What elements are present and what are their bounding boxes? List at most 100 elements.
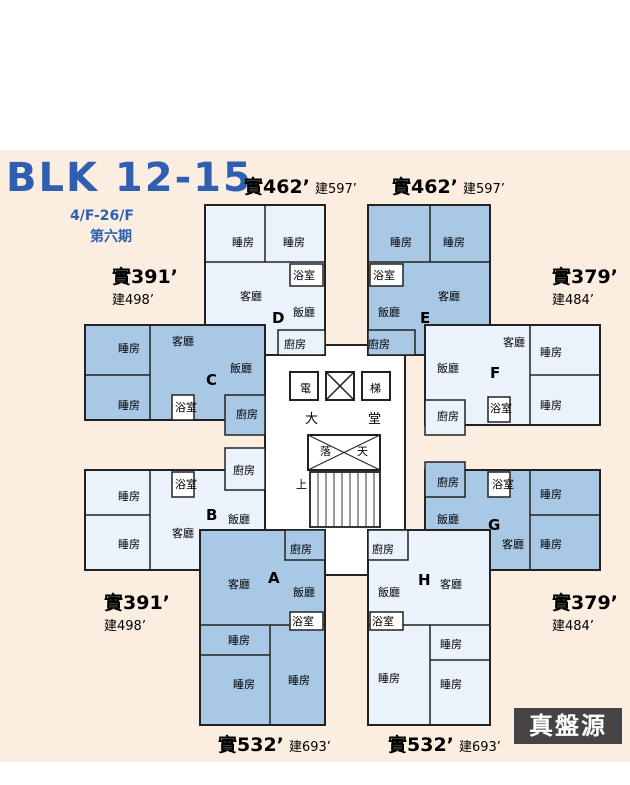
gross-area: 建484’: [552, 293, 594, 308]
floor-range: 4/F-26/F: [70, 208, 134, 224]
lift-shaft: [289, 371, 319, 401]
room-label: 睡房: [232, 236, 254, 249]
saleable-area: 實462’: [244, 176, 310, 198]
room-label: 浴室: [175, 400, 197, 414]
room-label: 廚房: [290, 542, 312, 556]
room-label: 浴室: [292, 614, 314, 628]
gross-area: 建693’: [288, 740, 331, 755]
gross-area: 建693’: [458, 740, 501, 755]
saleable-area: 實379’: [552, 592, 618, 614]
saleable-area: 實532’: [218, 734, 284, 756]
core-label: 天: [357, 445, 368, 458]
room-label: 睡房: [118, 538, 140, 551]
room-label: 飯廳: [293, 585, 315, 599]
room-label: 客廳: [440, 577, 462, 591]
unit-letter: B: [206, 506, 217, 524]
room-label: 睡房: [283, 236, 305, 249]
saleable-area: 實379’: [552, 266, 618, 288]
room-label: 客廳: [172, 334, 194, 348]
gross-area: 建498’: [104, 619, 146, 634]
room-label: 睡房: [540, 346, 562, 359]
room-label: 浴室: [372, 614, 394, 628]
room-label: 睡房: [540, 538, 562, 551]
room-label: 睡房: [440, 638, 462, 651]
room-label: 睡房: [118, 490, 140, 503]
room-label: 睡房: [390, 236, 412, 249]
unit-h-area: 實532’ 建693’: [388, 730, 501, 757]
room-label: 浴室: [175, 477, 197, 491]
room-label: 客廳: [503, 335, 525, 349]
block-title: BLK 12-15: [6, 155, 253, 201]
room-label: 睡房: [118, 399, 140, 412]
room-label: 飯廳: [378, 585, 400, 599]
unit-e-area: 實462’ 建597’: [392, 172, 505, 199]
lift-shaft: [361, 371, 391, 401]
room-label: 浴室: [373, 268, 395, 282]
core-label: 大: [305, 412, 318, 427]
room-label: 飯廳: [228, 512, 250, 526]
core-label: 堂: [368, 412, 381, 427]
room-label: 睡房: [118, 342, 140, 355]
phase-label: 第六期: [90, 229, 132, 245]
unit-letter: G: [488, 516, 500, 534]
gross-area: 建484’: [552, 619, 594, 634]
unit-f: [424, 324, 601, 436]
core-label: 落: [320, 445, 331, 458]
room-label: 廚房: [437, 409, 459, 423]
unit-letter: H: [418, 571, 431, 589]
unit-letter: F: [490, 364, 500, 382]
room-label: 浴室: [293, 268, 315, 282]
saleable-area: 實391’: [104, 592, 170, 614]
room-label: 睡房: [288, 674, 310, 687]
unit-letter: A: [268, 569, 280, 587]
stairwell: [309, 471, 381, 528]
unit-a-area: 實532’ 建693’: [218, 730, 331, 757]
core-label: 電: [300, 382, 311, 395]
unit-letter: C: [206, 371, 217, 389]
room-label: 睡房: [540, 488, 562, 501]
core-label: 梯: [370, 382, 381, 395]
room-label: 廚房: [284, 337, 306, 351]
room-label: 飯廳: [230, 361, 252, 375]
saleable-area: 實462’: [392, 176, 458, 198]
room-label: 睡房: [540, 399, 562, 412]
room-label: 客廳: [172, 526, 194, 540]
room-label: 客廳: [502, 537, 524, 551]
room-label: 廚房: [233, 463, 255, 477]
unit-letter: D: [272, 309, 284, 327]
room-label: 飯廳: [437, 512, 459, 526]
saleable-area: 實532’: [388, 734, 454, 756]
room-label: 廚房: [368, 337, 390, 351]
room-label: 睡房: [233, 678, 255, 691]
room-label: 睡房: [378, 672, 400, 685]
room-label: 浴室: [490, 401, 512, 415]
room-label: 睡房: [440, 678, 462, 691]
unit-c: [84, 324, 266, 436]
room-label: 飯廳: [437, 361, 459, 375]
room-label: 客廳: [438, 289, 460, 303]
room-label: 飯廳: [293, 305, 315, 319]
room-label: 廚房: [236, 407, 258, 421]
room-label: 客廳: [240, 289, 262, 303]
unit-c-area: 實391’ 建498’: [112, 262, 178, 308]
gross-area: 建597’: [314, 182, 357, 197]
gross-area: 建597’: [462, 182, 505, 197]
room-label: 廚房: [372, 542, 394, 556]
unit-b-area: 實391’ 建498’: [104, 588, 170, 634]
unit-letter: E: [420, 309, 430, 327]
watermark-logo: 真盤源: [514, 708, 622, 744]
room-label: 睡房: [443, 236, 465, 249]
gross-area: 建498’: [112, 293, 154, 308]
saleable-area: 實391’: [112, 266, 178, 288]
unit-h: [367, 529, 491, 726]
unit-f-area: 實379’ 建484’: [552, 262, 618, 308]
unit-g-area: 實379’ 建484’: [552, 588, 618, 634]
room-label: 客廳: [228, 577, 250, 591]
room-label: 飯廳: [378, 305, 400, 319]
room-label: 浴室: [492, 477, 514, 491]
room-label: 廚房: [437, 475, 459, 489]
unit-a: [199, 529, 326, 726]
unit-d-area: 實462’ 建597’: [244, 172, 357, 199]
room-label: 睡房: [228, 634, 250, 647]
